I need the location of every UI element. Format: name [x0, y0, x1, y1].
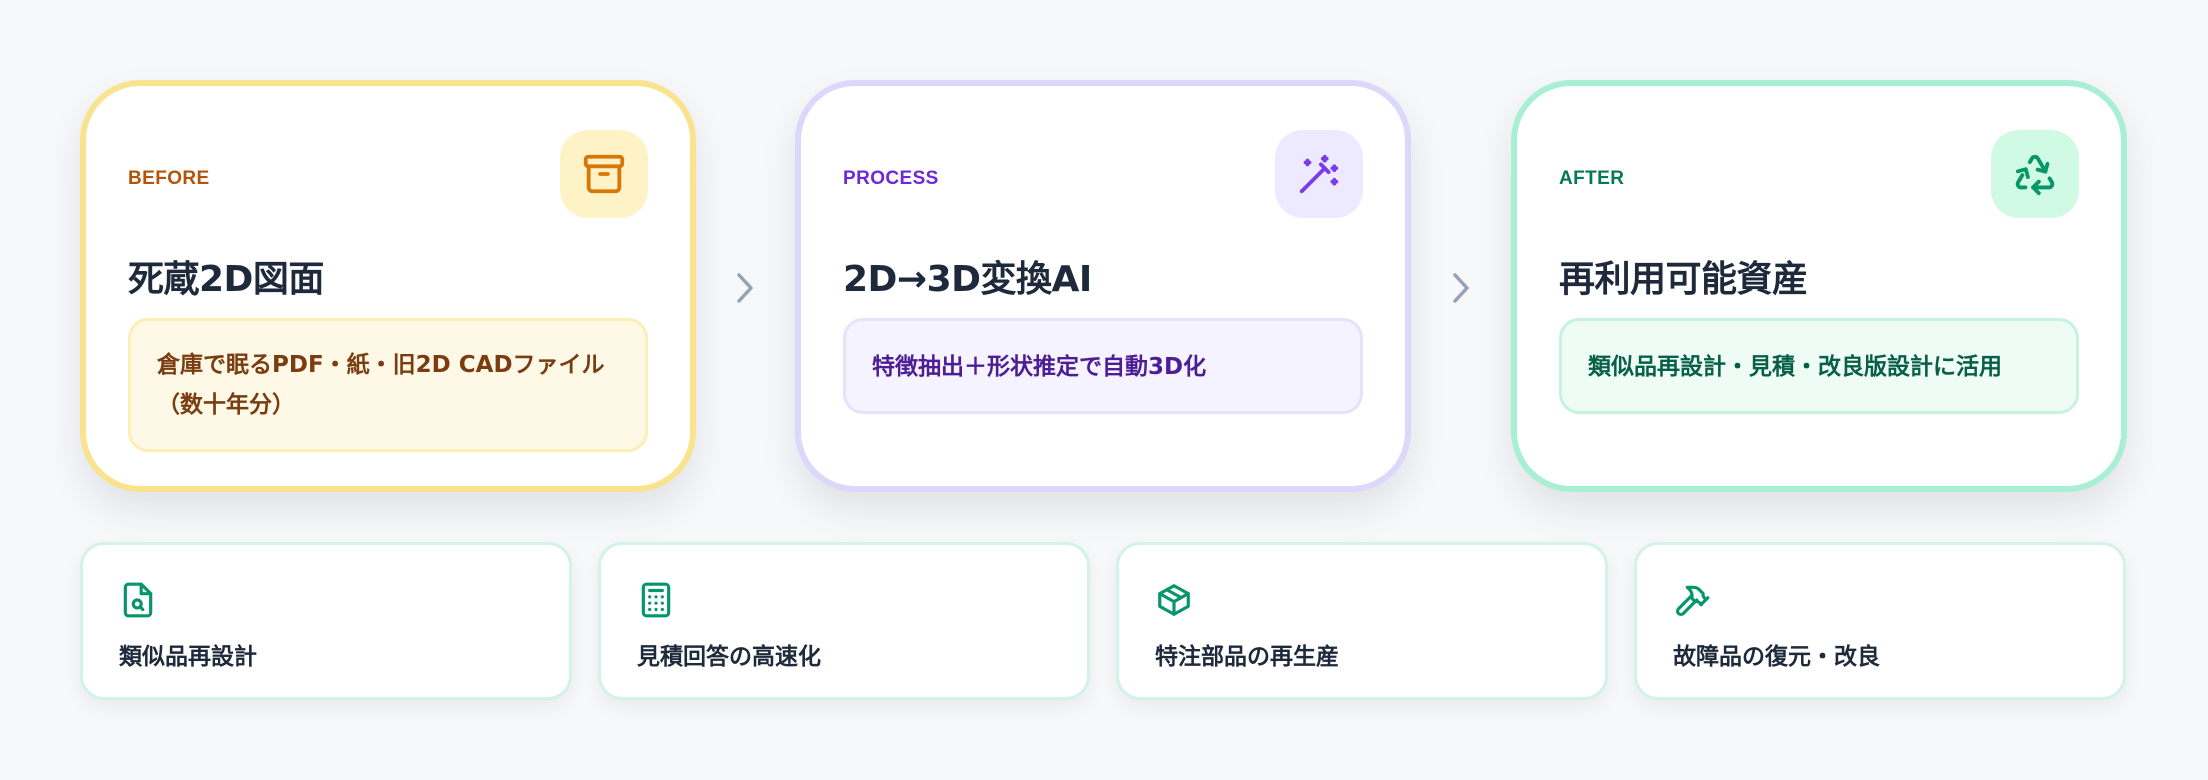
- before-card: BEFORE 死蔵2D図面 倉庫で眠るPDF・紙・旧2D CADファイル（数十年…: [80, 80, 696, 492]
- calculator-icon: [637, 581, 675, 619]
- archive-box-icon: [560, 130, 648, 218]
- after-title: 再利用可能資産: [1559, 259, 1808, 300]
- before-title: 死蔵2D図面: [128, 259, 324, 300]
- after-tag: AFTER: [1559, 168, 1625, 189]
- process-card: PROCESS 2D→3D変換AI 特徴抽出＋形状推定で自動3D化: [795, 80, 1411, 492]
- use-case-card: 故障品の復元・改良: [1634, 542, 2126, 700]
- before-tag: BEFORE: [128, 168, 210, 189]
- chevron-right-icon: [1447, 268, 1475, 308]
- use-case-label: 特注部品の再生産: [1155, 644, 1339, 670]
- after-card: AFTER 再利用可能資産 類似品再設計・見積・改良版設計に活用: [1511, 80, 2127, 492]
- process-description: 特徴抽出＋形状推定で自動3D化: [843, 318, 1363, 414]
- before-description: 倉庫で眠るPDF・紙・旧2D CADファイル（数十年分）: [128, 318, 648, 452]
- after-description: 類似品再設計・見積・改良版設計に活用: [1559, 318, 2079, 414]
- hammer-icon: [1673, 581, 1711, 619]
- use-case-card: 見積回答の高速化: [598, 542, 1090, 700]
- process-tag: PROCESS: [843, 168, 939, 189]
- use-case-card: 特注部品の再生産: [1116, 542, 1608, 700]
- use-case-label: 類似品再設計: [119, 644, 257, 670]
- use-case-card: 類似品再設計: [80, 542, 572, 700]
- recycle-icon: [1991, 130, 2079, 218]
- use-case-label: 故障品の復元・改良: [1673, 644, 1880, 670]
- magic-wand-icon: [1275, 130, 1363, 218]
- use-case-label: 見積回答の高速化: [637, 644, 821, 670]
- process-title: 2D→3D変換AI: [843, 259, 1092, 300]
- file-search-icon: [119, 581, 157, 619]
- chevron-right-icon: [731, 268, 759, 308]
- package-icon: [1155, 581, 1193, 619]
